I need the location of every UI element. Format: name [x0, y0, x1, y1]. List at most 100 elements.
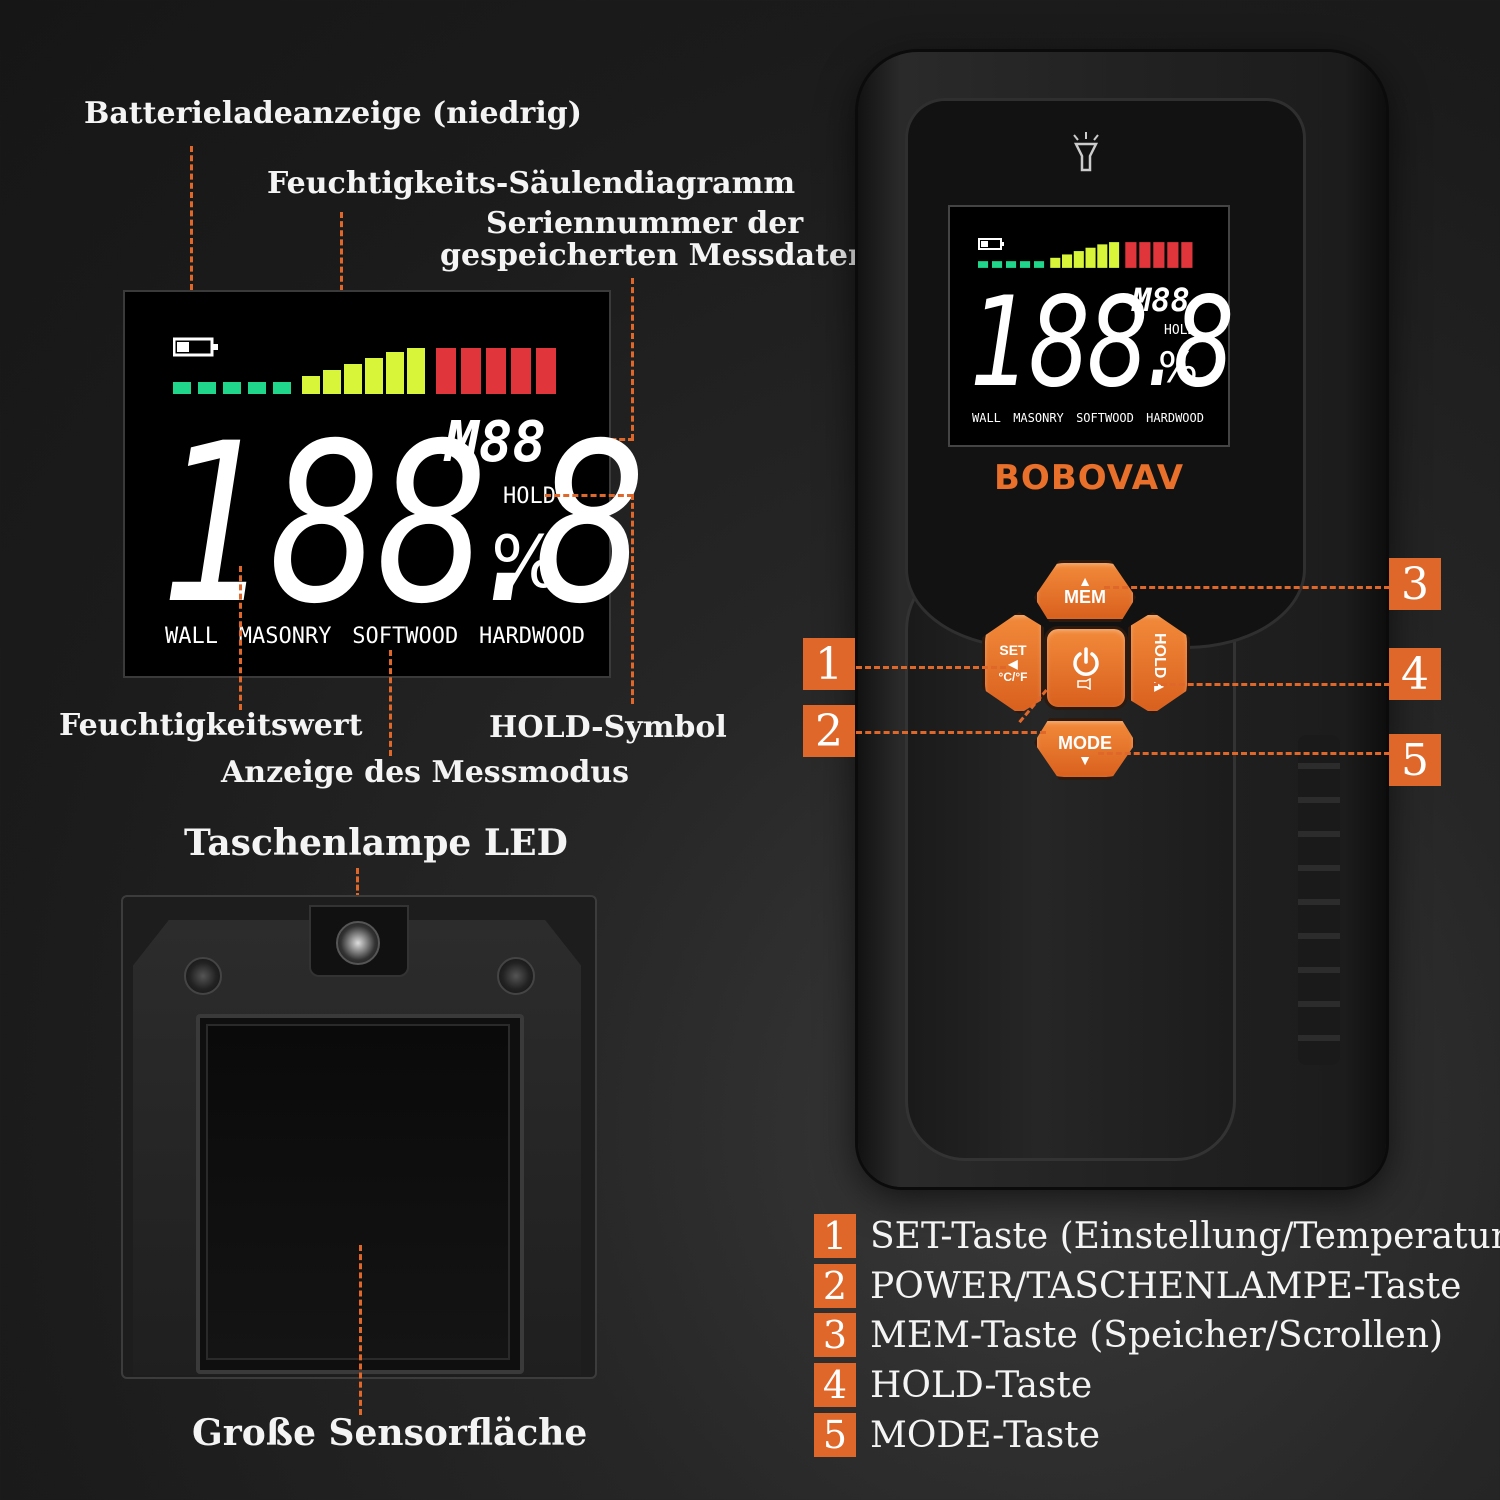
- mode-masonry-small: MASONRY: [1013, 411, 1064, 425]
- bar-segment-yellow: [386, 352, 404, 394]
- bar-segment-green: [992, 261, 1003, 268]
- lcd-display-large: 188.8 M88 HOLD % WALL MASONRY SOFTWOOD H…: [123, 290, 646, 678]
- moisture-value-annotation: Feuchtigkeitswert: [59, 708, 363, 743]
- mode-hardwood-small: HARDWOOD: [1146, 411, 1204, 425]
- mode-hardwood: HARDWOOD: [479, 624, 585, 649]
- power-button[interactable]: [1044, 626, 1128, 710]
- hold-button-label: HOLD: [1151, 633, 1168, 679]
- bar-segment-green: [173, 382, 191, 394]
- serial-annotation-line2: gespeicherten Messdaten: [440, 238, 870, 273]
- bar-segment-yellow: [344, 364, 362, 394]
- bar-segment-green: [978, 261, 989, 268]
- bar-segment-yellow: [1073, 251, 1084, 268]
- callout-4: 4: [1389, 648, 1441, 700]
- legend-number: 2: [814, 1264, 856, 1308]
- mode-masonry: MASONRY: [238, 624, 332, 649]
- flashlight-small-icon: [1077, 678, 1091, 690]
- bar-segment-yellow: [365, 358, 383, 394]
- legend-item: 1 SET-Taste (Einstellung/Temperatur): [814, 1214, 1500, 1258]
- side-grip: [1298, 735, 1340, 1065]
- bar-chart-annotation: Feuchtigkeits-Säulendiagramm: [267, 166, 796, 201]
- bar-segment-red: [1139, 242, 1151, 268]
- bar-segment-green: [1020, 261, 1031, 268]
- percent-sign-small: %: [1158, 343, 1198, 392]
- screw-right-icon: [497, 957, 535, 995]
- callout-3: 3: [1389, 558, 1441, 610]
- callout-5: 5: [1389, 734, 1441, 786]
- bar-segment-yellow: [1062, 254, 1073, 268]
- flashlight-annotation: Taschenlampe LED: [184, 822, 568, 864]
- moisture-bar-chart-small: [978, 242, 1193, 268]
- bar-segment-yellow: [1097, 244, 1108, 268]
- bar-segment-green: [1034, 261, 1045, 268]
- temp-unit-label: °C/°F: [998, 670, 1028, 684]
- legend-text: POWER/TASCHENLAMPE-Taste: [870, 1265, 1462, 1307]
- screw-left-icon: [184, 957, 222, 995]
- legend-item: 2 POWER/TASCHENLAMPE-Taste: [814, 1264, 1461, 1308]
- up-arrow-icon: ▲: [1078, 572, 1092, 589]
- bar-segment-red: [1153, 242, 1165, 268]
- moisture-value-leader: [239, 566, 242, 710]
- mode-wall-small: WALL: [972, 411, 1001, 425]
- mem-button-label: MEM: [1064, 586, 1106, 607]
- memory-indicator-small: M88: [1132, 281, 1190, 319]
- bar-segment-red: [511, 348, 531, 394]
- mode-button-label: MODE: [1058, 732, 1112, 753]
- bar-segment-yellow: [407, 348, 425, 394]
- bar-segment-yellow: [1085, 247, 1096, 268]
- bar-segment-green: [248, 382, 266, 394]
- bar-segment-green: [1006, 261, 1017, 268]
- mode-labels: WALL MASONRY SOFTWOOD HARDWOOD: [165, 624, 585, 649]
- mode-softwood: SOFTWOOD: [352, 624, 459, 649]
- sensor-surface: [206, 1024, 510, 1360]
- callout-4-leader: [1152, 683, 1390, 686]
- bar-segment-red: [461, 348, 481, 394]
- battery-leader: [190, 146, 193, 336]
- legend-text: SET-Taste (Einstellung/Temperatur): [870, 1215, 1500, 1257]
- bar-segment-red: [536, 348, 556, 394]
- callout-5-leader: [1098, 752, 1390, 755]
- lcd-display-device: 188.8 M88 HOLD % WALL MASONRY SOFTWOOD H…: [948, 205, 1234, 447]
- legend-text: MODE-Taste: [870, 1414, 1100, 1456]
- callout-1-leader: [856, 666, 1006, 669]
- mode-labels-small: WALL MASONRY SOFTWOOD HARDWOOD: [972, 411, 1204, 425]
- battery-icon-small: [978, 238, 1004, 250]
- bar-segment-yellow: [1109, 242, 1120, 268]
- sensor-leader: [359, 1245, 362, 1415]
- sensor-annotation: Große Sensorfläche: [192, 1412, 588, 1454]
- legend-text: MEM-Taste (Speicher/Scrollen): [870, 1314, 1444, 1356]
- legend-number: 1: [814, 1214, 856, 1258]
- legend-item: 5 MODE-Taste: [814, 1413, 1100, 1457]
- power-icon: [1073, 647, 1099, 676]
- bar-segment-yellow: [302, 376, 320, 394]
- measure-mode-annotation: Anzeige des Messmodus: [221, 755, 630, 790]
- callout-1: 1: [803, 638, 855, 690]
- legend-number: 5: [814, 1413, 856, 1457]
- moisture-bar-chart: [173, 348, 556, 394]
- battery-annotation: Batterieladeanzeige (niedrig): [84, 96, 582, 131]
- callout-2: 2: [803, 705, 855, 757]
- percent-sign: %: [491, 520, 560, 604]
- set-button-label: SET: [999, 642, 1027, 658]
- down-arrow-icon: ▼: [1078, 751, 1092, 768]
- mode-softwood-small: SOFTWOOD: [1076, 411, 1134, 425]
- hold-indicator-small: HOLD: [1164, 323, 1196, 338]
- measure-mode-leader: [389, 650, 392, 756]
- bar-segment-green: [273, 382, 291, 394]
- serial-annotation-line1: Seriennummer der: [486, 206, 804, 241]
- legend-item: 4 HOLD-Taste: [814, 1363, 1092, 1407]
- hold-leader-v: [631, 494, 634, 704]
- brand-logo: BOBOVAV: [994, 458, 1185, 498]
- bar-segment-red: [436, 348, 456, 394]
- callout-3-leader: [1104, 586, 1390, 589]
- legend-number: 3: [814, 1313, 856, 1357]
- bar-segment-green: [223, 382, 241, 394]
- battery-icon: [173, 337, 218, 357]
- flashlight-led-icon: [336, 921, 380, 965]
- callout-2-leader: [856, 731, 1046, 734]
- moisture-value-digits: 188.8: [161, 396, 646, 652]
- bar-segment-yellow: [1050, 257, 1061, 268]
- legend-text: HOLD-Taste: [870, 1364, 1093, 1406]
- mode-wall: WALL: [165, 624, 218, 649]
- bar-segment-red: [486, 348, 506, 394]
